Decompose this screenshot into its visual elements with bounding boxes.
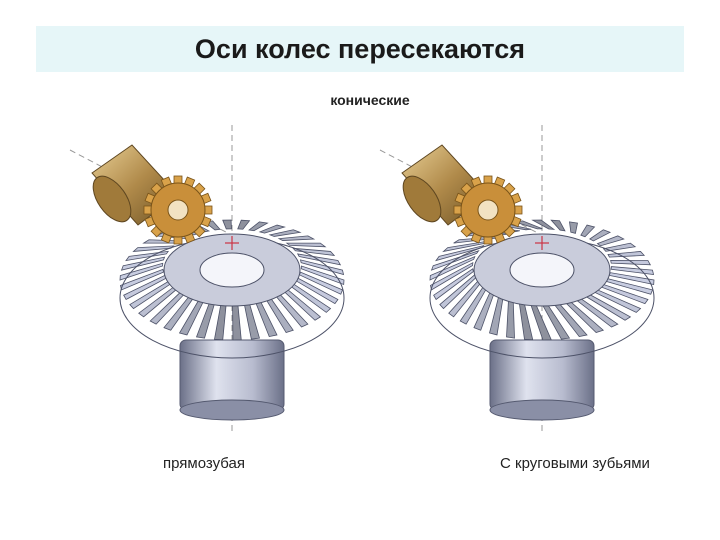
gear-tooth (248, 221, 269, 232)
gear-tooth (569, 221, 578, 234)
pinion-shaft-end (92, 175, 132, 223)
gear-tooth (120, 256, 166, 271)
gear-tooth (119, 268, 164, 291)
hub-bottom (179, 399, 285, 421)
gear-tooth (214, 302, 227, 341)
gear-tooth (299, 259, 345, 276)
gear-tooth (596, 235, 625, 247)
title-bar: Оси колес пересекаются (36, 26, 684, 72)
gear-tooth (589, 229, 612, 242)
gear-tooth (518, 300, 534, 341)
ring-gear-teeth (429, 219, 655, 341)
gear-tooth (610, 266, 655, 276)
gear-tooth (296, 253, 342, 266)
diagram-subtitle: конические (330, 92, 410, 108)
gear-tooth (243, 301, 261, 340)
caption-straight-bevel: прямозубая (163, 455, 245, 472)
page-title: Оси колес пересекаются (194, 34, 526, 64)
gear-tooth (232, 302, 242, 341)
gear-bore (199, 252, 265, 288)
pinion-bore (477, 199, 499, 221)
gear-tooth (277, 235, 316, 241)
gear-tooth (550, 219, 566, 232)
gear-tooth (506, 298, 515, 339)
ring-gear-teeth (119, 219, 345, 341)
gear-tooth (237, 219, 251, 230)
gear-tooth (132, 245, 175, 252)
spiral-bevel-gear-illustration (379, 125, 655, 435)
gear-bore (509, 252, 575, 288)
hub-bottom (489, 399, 595, 421)
straight-bevel-gear-illustration (69, 125, 345, 435)
gear-tooth (300, 265, 345, 286)
pinion-shaft-end (402, 175, 442, 223)
gear-tooth (602, 242, 637, 252)
gear-tooth (580, 224, 596, 238)
gear-tooth (531, 219, 556, 230)
gear-tooth (607, 251, 646, 258)
gear-tooth (610, 260, 652, 266)
gear-tooth (292, 247, 336, 256)
gear-tooth (258, 224, 286, 234)
caption-spiral-bevel: С круговыми зубьями (500, 455, 650, 472)
gear-tooth (119, 262, 164, 281)
gear-tooth (285, 242, 327, 248)
gear-tooth (430, 261, 474, 291)
gear-tooth (268, 229, 302, 237)
gear-tooth (435, 245, 485, 262)
gear-tooth (429, 255, 476, 281)
gear-tooth (433, 268, 474, 301)
pinion-bore (167, 199, 189, 221)
gear-tooth (222, 219, 232, 230)
